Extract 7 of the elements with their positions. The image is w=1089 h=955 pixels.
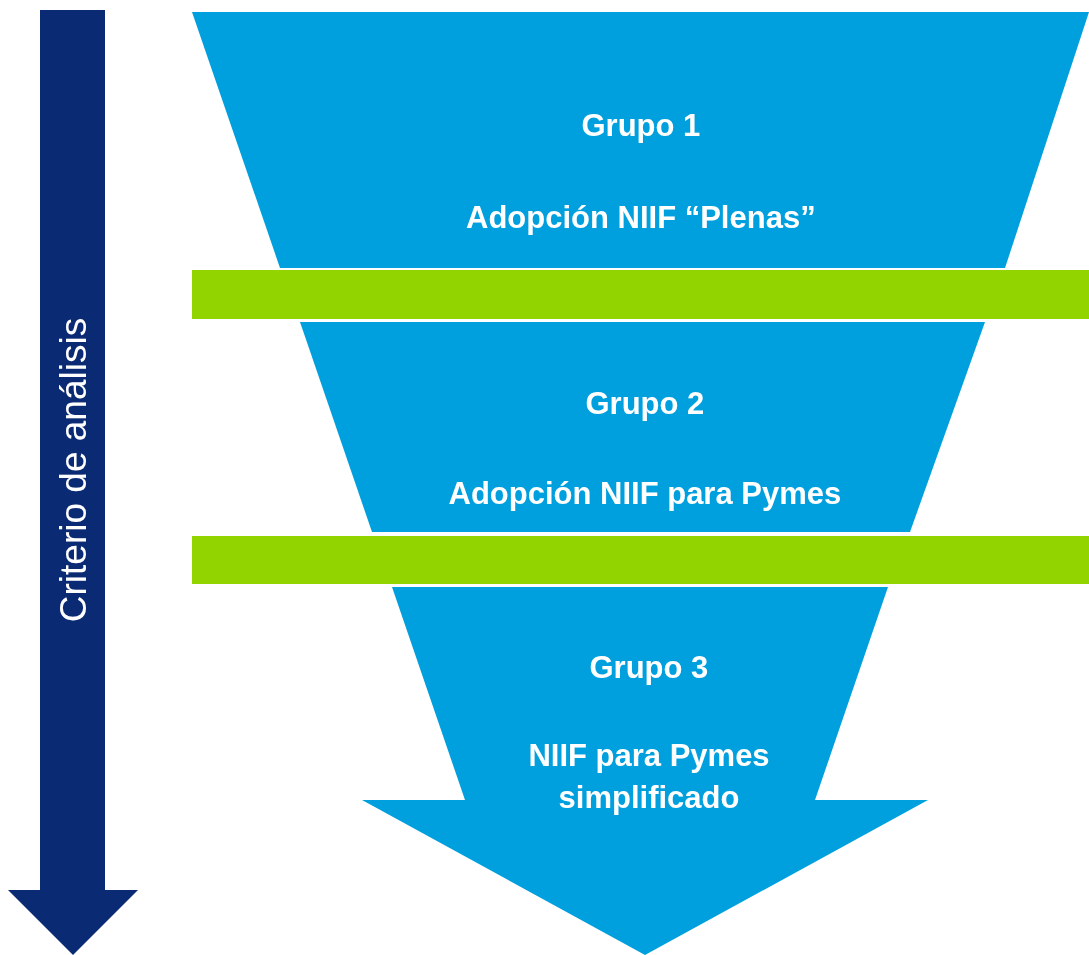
- group-description: Adopción NIIF para Pymes: [448, 475, 842, 513]
- axis-label: Criterio de análisis: [53, 317, 96, 623]
- group-heading: Grupo 3: [589, 649, 709, 687]
- group-description: NIIF para Pymes simplificado: [527, 737, 771, 817]
- group-heading: Grupo 2: [585, 385, 705, 423]
- group-heading: Grupo 1: [581, 107, 701, 145]
- group-description: Adopción NIIF “Plenas”: [466, 199, 816, 237]
